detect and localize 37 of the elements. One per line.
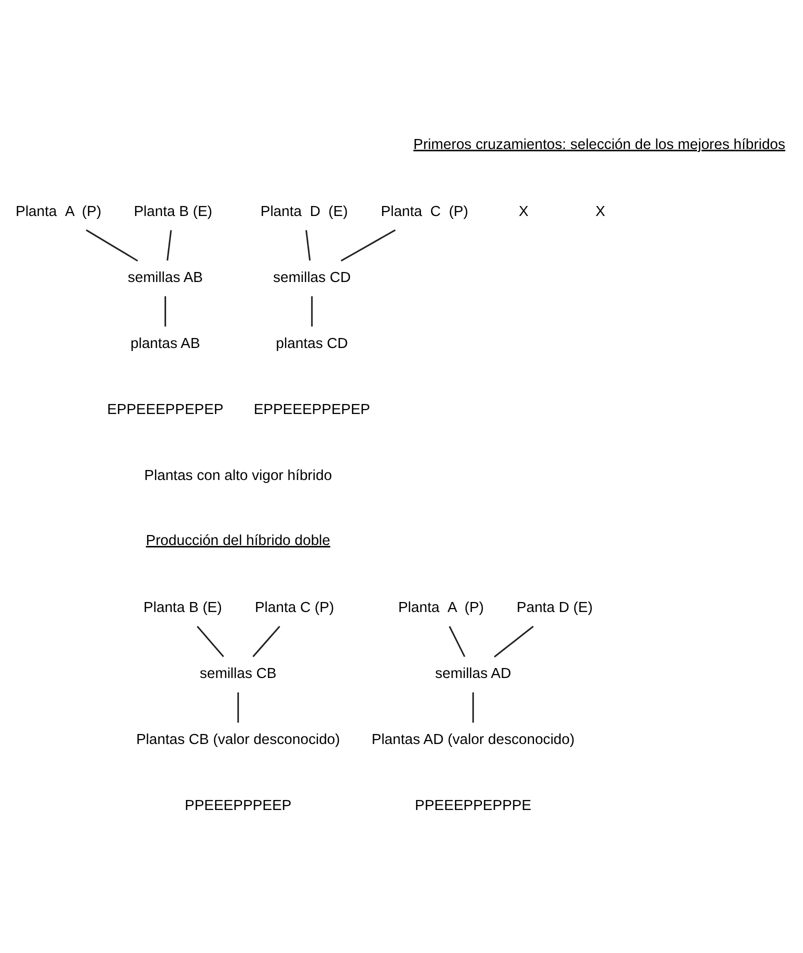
node-text: Planta C (P)	[380, 204, 468, 220]
connector	[305, 230, 311, 261]
node-text: Planta A (P)	[16, 204, 102, 220]
node-text: semillas CD	[273, 270, 351, 286]
connector	[448, 626, 466, 658]
label: EPPEEEPPEPEP	[107, 402, 224, 418]
node-text: Plantas AD (valor desconocido)	[372, 732, 575, 748]
connector	[252, 626, 280, 658]
label: PPEEEPPEPPPE	[414, 798, 532, 814]
node-text: plantas CD	[276, 336, 348, 352]
connector	[86, 229, 138, 262]
node-text: semillas AD	[435, 666, 512, 682]
connector	[494, 626, 534, 658]
connector	[166, 230, 172, 261]
node-text: Planta B (E)	[144, 600, 222, 616]
label: PPEEEPPPEEP	[184, 798, 292, 814]
node-text: semillas CB	[200, 666, 277, 682]
node-text: Planta D (E)	[260, 204, 348, 220]
connector	[164, 296, 166, 327]
label: X	[595, 204, 606, 220]
label: Primeros cruzamientos: selección de los mejores híbridos	[413, 136, 786, 153]
node-text: semillas AB	[128, 270, 203, 286]
node-text: Planta B (E)	[134, 204, 212, 220]
connector	[237, 692, 239, 723]
label: X	[518, 204, 528, 220]
label: Producción del híbrido doble	[146, 532, 330, 549]
node-text: Panta D (E)	[516, 600, 593, 616]
label: Plantas con alto vigor híbrido	[144, 468, 332, 484]
node-text: plantas AB	[130, 336, 200, 352]
connector	[196, 626, 224, 658]
node-text: Planta A (P)	[398, 600, 484, 616]
connector	[340, 229, 396, 262]
node-text: Planta C (P)	[254, 600, 334, 616]
node-text: Plantas CB (valor desconocido)	[136, 732, 340, 748]
connector	[472, 692, 474, 723]
connector	[311, 296, 313, 327]
label: EPPEEEPPEPEP	[254, 402, 370, 418]
